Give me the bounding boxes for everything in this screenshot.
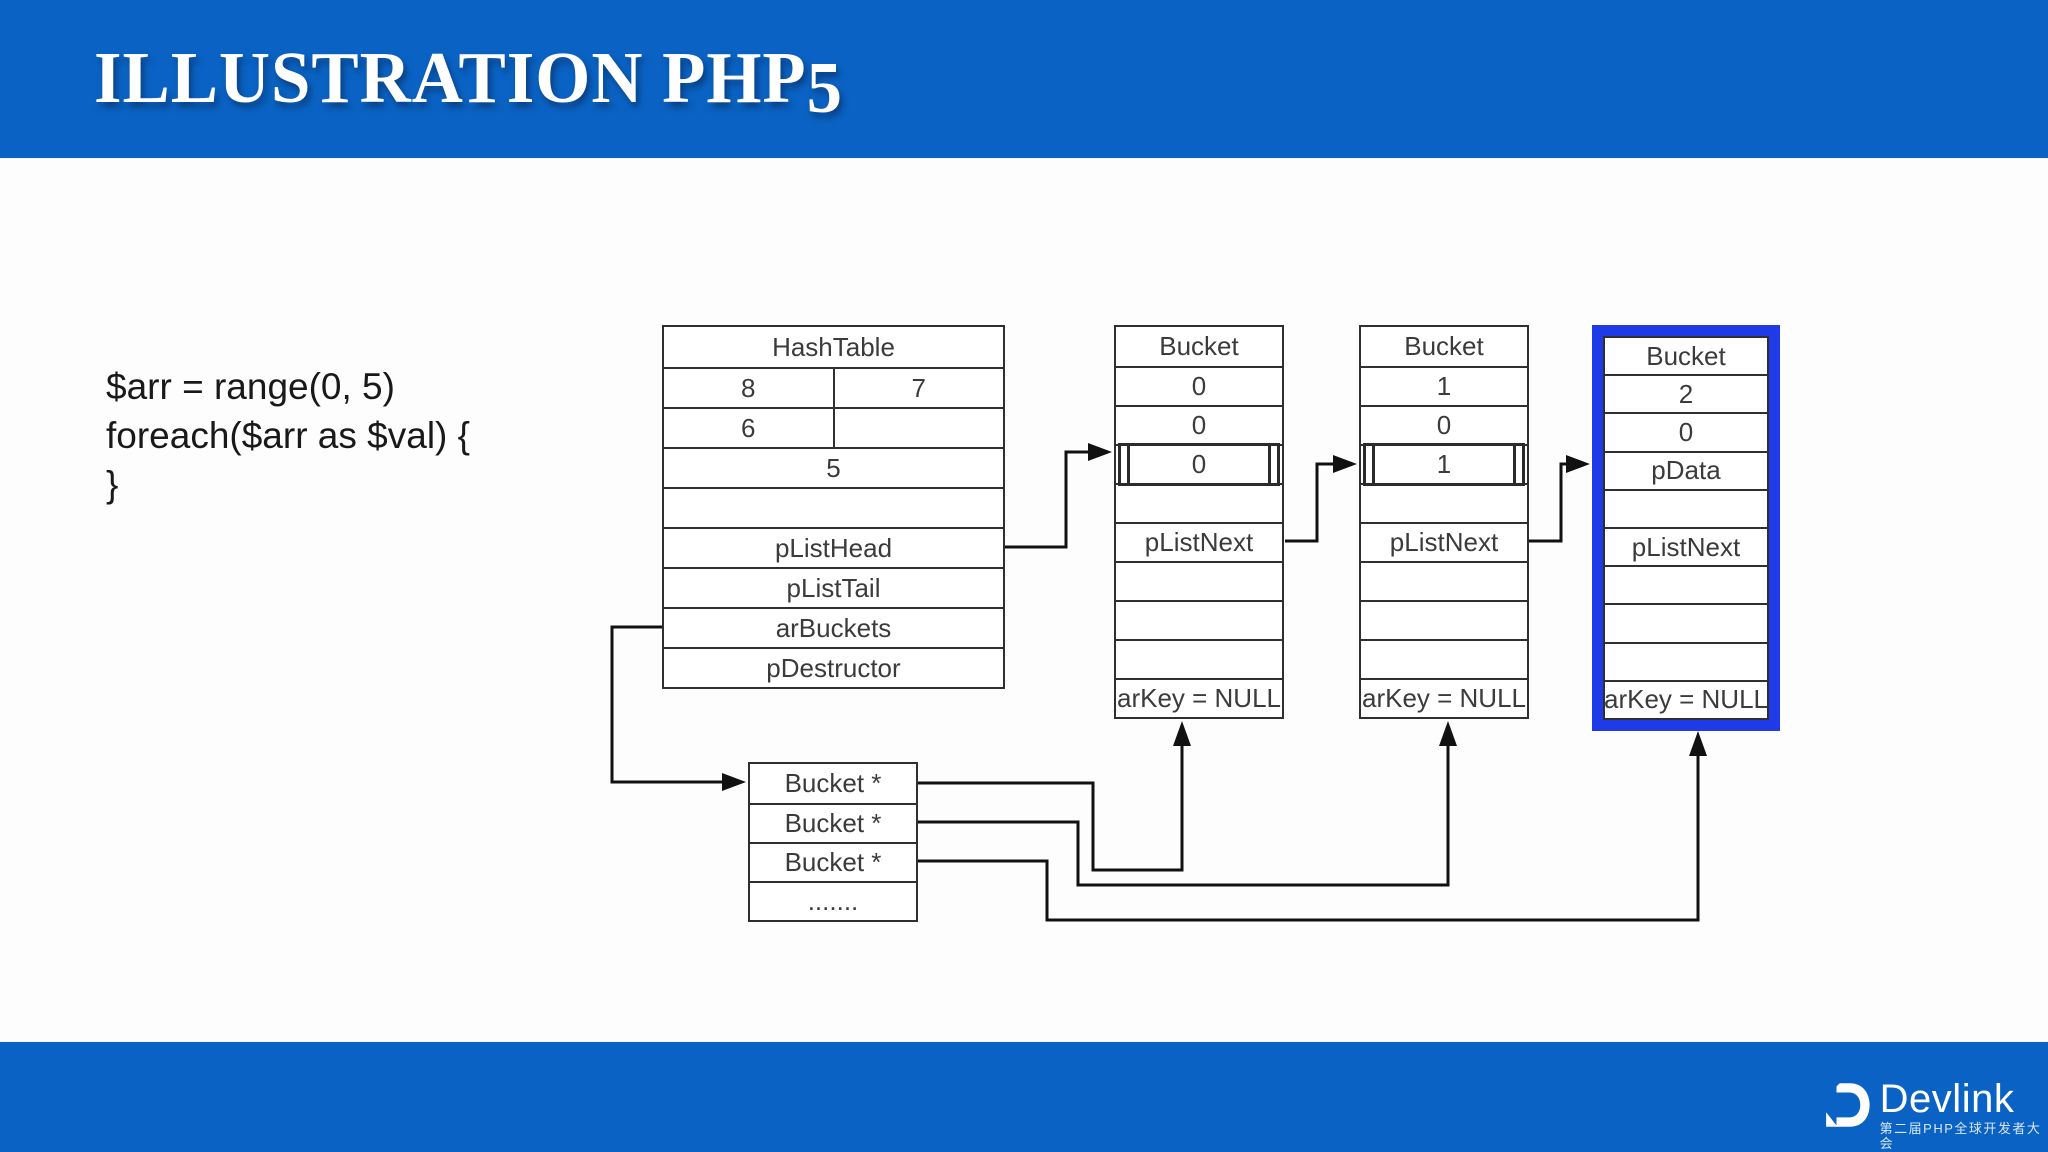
code-snippet: $arr = range(0, 5) foreach($arr as $val)… <box>106 362 470 509</box>
bucket2-blank2 <box>1361 561 1527 600</box>
arrow-bucket1-plistnext-to-bucket2 <box>1285 462 1333 543</box>
code-line-3: } <box>106 464 119 505</box>
bucket2-pdata-row: 1 <box>1361 443 1527 486</box>
devlink-logo: Devlink 第二届PHP全球开发者大会 <box>1822 1078 2048 1151</box>
hashtable-cell-empty <box>835 409 1004 447</box>
arrowhead-plisthead <box>1088 443 1112 461</box>
bucket1-pdata-value: 0 <box>1118 443 1280 486</box>
bucket1-blank4 <box>1116 639 1282 678</box>
devlink-logo-name: Devlink <box>1879 1077 2015 1121</box>
footer-bar <box>0 1042 2048 1152</box>
bucket-pointer-0: Bucket * <box>784 768 882 798</box>
devlink-logo-icon <box>1822 1078 1870 1127</box>
bucket3-highlight-frame: Bucket 2 0 pData pListNext arKey = NULL <box>1592 325 1780 731</box>
devlink-logo-text: Devlink 第二届PHP全球开发者大会 <box>1880 1078 2048 1151</box>
bucket2-arkey: arKey = NULL <box>1361 678 1527 717</box>
bucket2-title: Bucket <box>1404 331 1484 361</box>
title-bar: ILLUSTRATION PHP5 <box>0 0 2048 158</box>
arrowhead-bucket2-next <box>1566 455 1590 473</box>
bucket-pointer-array-table: Bucket * Bucket * Bucket * ....... <box>748 762 918 922</box>
bucket1-blank1 <box>1116 483 1282 522</box>
bucket2-blank1 <box>1361 483 1527 522</box>
arrow-arbuckets-to-array <box>610 625 722 784</box>
bucket2-blank4 <box>1361 639 1527 678</box>
hashtable-row-blank <box>664 487 1003 527</box>
arrowhead-array1 <box>1439 721 1457 746</box>
bucket1-blank2 <box>1116 561 1282 600</box>
bucket1-nkeylength: 0 <box>1116 405 1282 444</box>
bucket3-blank2 <box>1605 565 1767 603</box>
hashtable-cell-ntablesize: 8 <box>664 369 835 407</box>
hashtable-row-pdestructor: pDestructor <box>664 647 1003 687</box>
bucket3-blank3 <box>1605 603 1767 641</box>
bucket2-plistnext: pListNext <box>1361 522 1527 561</box>
hashtable-row-arbuckets: arBuckets <box>664 607 1003 647</box>
arrow-bucket2-plistnext-to-bucket3 <box>1529 462 1568 543</box>
arrowhead-array0 <box>1173 721 1191 746</box>
hashtable-row-numelements: 6 <box>664 407 1003 447</box>
hashtable-row-nextfreeelement: 5 <box>664 447 1003 487</box>
bucket1-title: Bucket <box>1159 331 1239 361</box>
code-line-2: foreach($arr as $val) { <box>106 415 471 456</box>
hashtable-cell-numelements: 6 <box>664 409 835 447</box>
code-line-1: $arr = range(0, 5) <box>106 366 395 407</box>
page-title-digit: 5 <box>806 47 843 128</box>
arrow-plisthead-to-bucket1 <box>1005 450 1090 549</box>
arrowhead-bucket1-next <box>1333 455 1357 473</box>
bucket1-plistnext: pListNext <box>1116 522 1282 561</box>
hashtable-title: HashTable <box>772 331 895 362</box>
bucket3-blank4 <box>1605 641 1767 680</box>
page-title: ILLUSTRATION PHP5 <box>94 37 843 127</box>
arrow-array2-to-bucket3 <box>918 755 1700 922</box>
bucket3-title: Bucket <box>1646 340 1726 371</box>
arrow-array0-to-bucket1 <box>918 744 1184 872</box>
bucket-pointer-2: Bucket * <box>750 842 916 881</box>
hashtable-row-plisthead: pListHead <box>664 527 1003 567</box>
bucket2-table: Bucket 1 0 1 pListNext arKey = NULL <box>1359 325 1529 719</box>
bucket1-table: Bucket 0 0 0 pListNext arKey = NULL <box>1114 325 1284 719</box>
bucket2-h: 1 <box>1361 366 1527 405</box>
bucket3-arkey: arKey = NULL <box>1604 679 1768 718</box>
devlink-logo-tagline: 第二届PHP全球开发者大会 <box>1879 1121 2042 1151</box>
bucket1-h: 0 <box>1116 366 1282 405</box>
arrowhead-arbuckets <box>722 773 746 791</box>
bucket2-nkeylength: 0 <box>1361 405 1527 444</box>
bucket1-arkey: arKey = NULL <box>1116 678 1282 717</box>
hashtable-row-plisttail: pListTail <box>664 567 1003 607</box>
bucket2-blank3 <box>1361 600 1527 639</box>
bucket1-pdata-row: 0 <box>1116 443 1282 486</box>
bucket3-table: Bucket 2 0 pData pListNext arKey = NULL <box>1603 336 1769 720</box>
page-title-main: ILLUSTRATION PHP <box>94 37 807 118</box>
hashtable-table: HashTable 8 7 6 5 pListHead pListTail ar… <box>662 325 1005 689</box>
hashtable-row-counts: 8 7 <box>664 367 1003 407</box>
bucket3-plistnext: pListNext <box>1605 527 1767 565</box>
arrow-array1-to-bucket2 <box>918 744 1450 887</box>
bucket-pointer-1: Bucket * <box>750 803 916 842</box>
hashtable-cell-ntablemask: 7 <box>911 372 926 403</box>
bucket2-pdata-value: 1 <box>1363 443 1525 486</box>
bucket1-blank3 <box>1116 600 1282 639</box>
bucket-pointer-more: ....... <box>750 881 916 920</box>
bucket3-nkeylength: 0 <box>1605 412 1767 450</box>
bucket3-pdata: pData <box>1605 450 1767 489</box>
arrowhead-array2 <box>1689 731 1707 756</box>
bucket3-blank1 <box>1605 488 1767 527</box>
bucket3-h: 2 <box>1605 374 1767 412</box>
